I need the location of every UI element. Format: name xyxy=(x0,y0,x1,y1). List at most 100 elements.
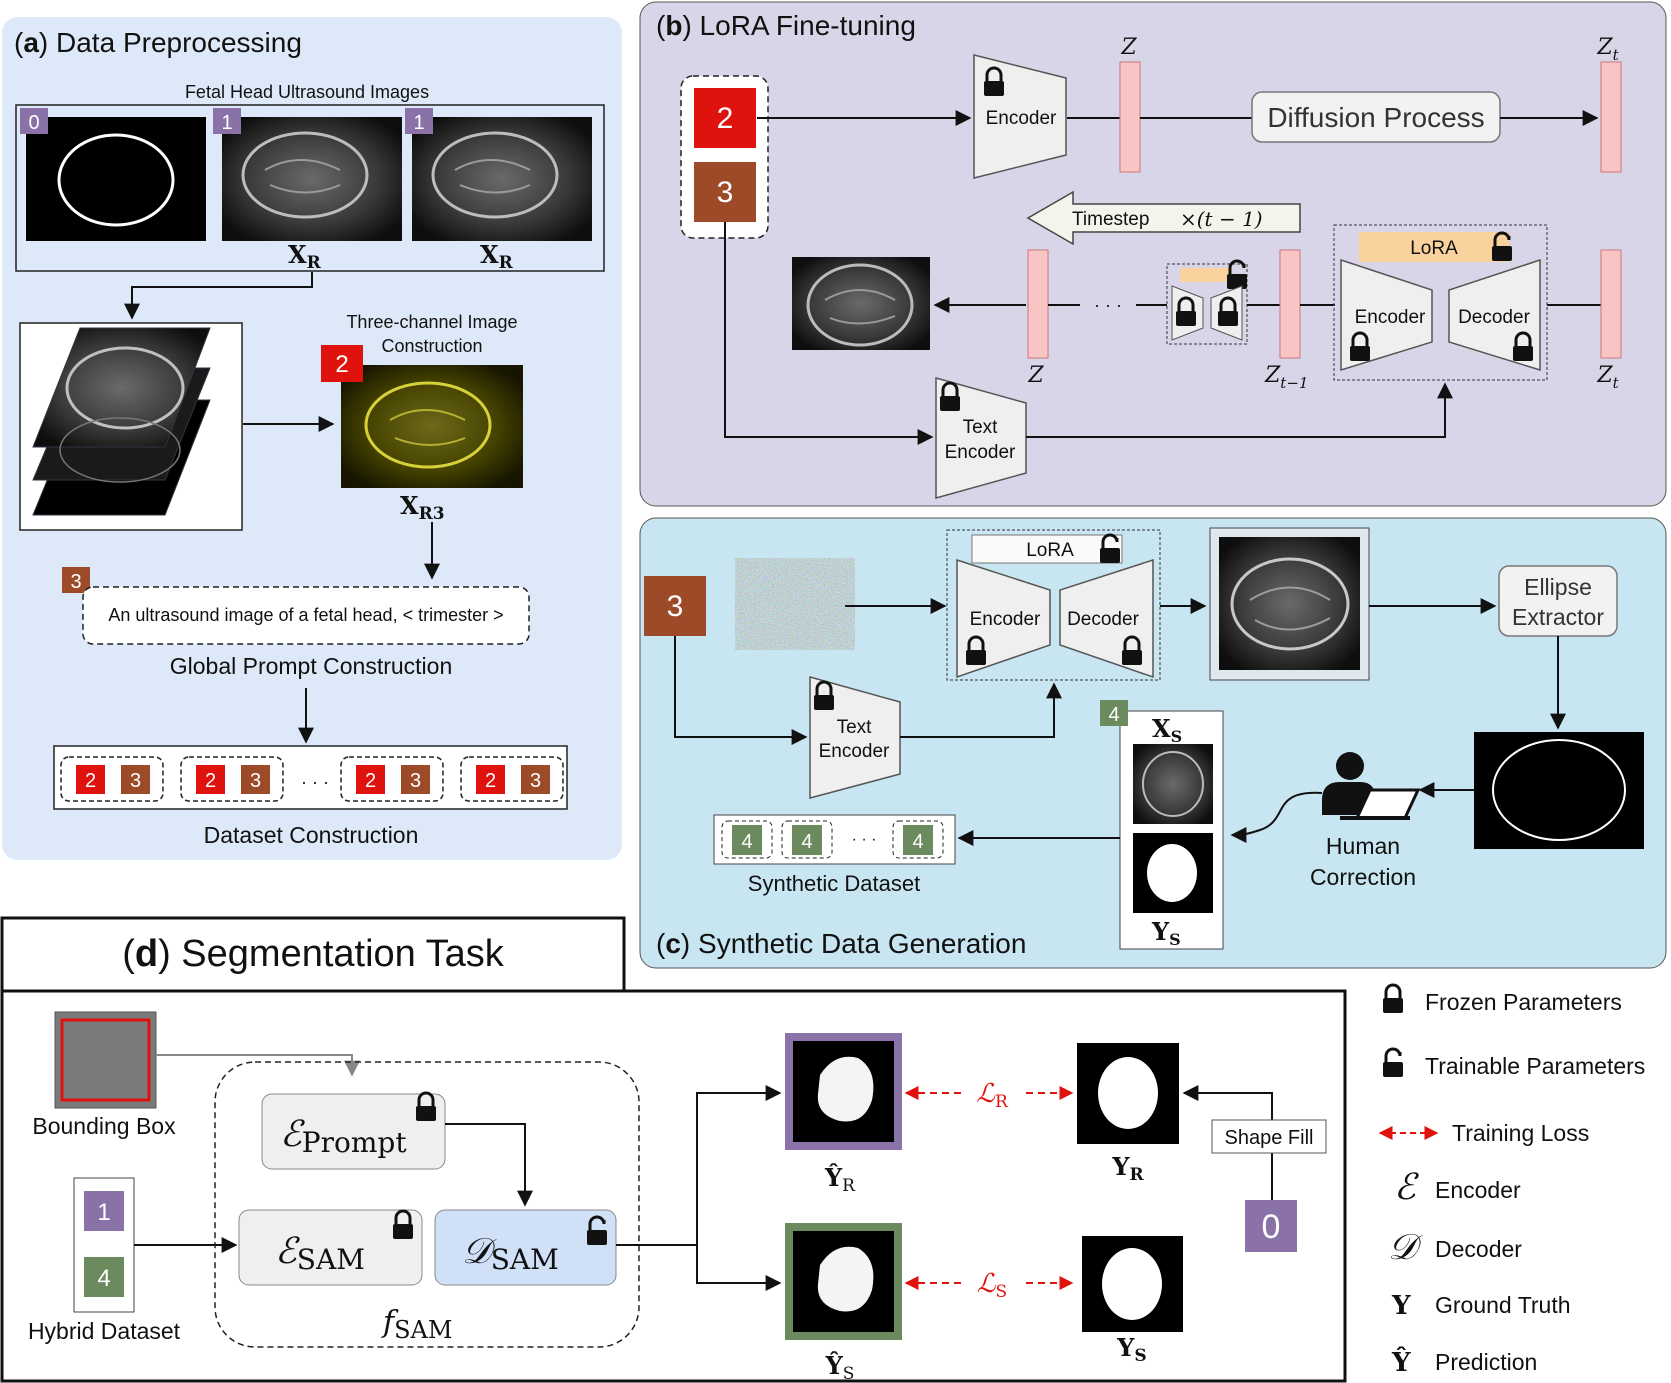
latent-zt-top-label: Zt xyxy=(1596,35,1619,64)
y-s-label: YS xyxy=(1116,1333,1146,1366)
legend-trainable: Trainable Parameters xyxy=(1425,1053,1645,1079)
bounding-box-label: Bounding Box xyxy=(32,1113,176,1139)
badge-3-c xyxy=(644,576,706,636)
yhat-s-label: ŶS xyxy=(825,1351,855,1383)
ellipse-annotation xyxy=(57,133,175,227)
yhat-r-label: ŶR xyxy=(824,1163,856,1196)
lora-unet-b xyxy=(1333,224,1548,381)
badge-3-b xyxy=(694,162,756,222)
legend-encoder-symbol: ℰ xyxy=(1394,1167,1419,1208)
badge-3-b-label: 3 xyxy=(717,176,734,209)
ultrasound-image-2 xyxy=(412,117,592,241)
badge-1-d xyxy=(84,1191,124,1231)
legend-gt: Ground Truth xyxy=(1435,1292,1571,1318)
lora-label-c: LoRA xyxy=(1026,540,1074,561)
unet-encoder-c-label: Encoder xyxy=(970,609,1041,630)
text-encoder-c-label-1: Text xyxy=(837,717,873,738)
unet-encoder-c xyxy=(956,558,1051,679)
y-r-label: YR xyxy=(1111,1152,1144,1185)
badge-1-d-label: 1 xyxy=(97,1199,110,1226)
text-encoder-b-label-1: Text xyxy=(963,417,999,438)
timestep-multiplier: ×(t − 1) xyxy=(1180,207,1263,231)
text-encoder-b-label-2: Encoder xyxy=(945,442,1016,463)
badge-4-c xyxy=(1100,700,1128,726)
noise-image xyxy=(745,566,845,642)
dataset-ellipsis: · · · xyxy=(301,772,329,792)
svg-text:4: 4 xyxy=(801,831,812,853)
mini-lora xyxy=(1180,268,1232,282)
latent-zt-bottom-label: Zt xyxy=(1596,363,1619,392)
badge-4-d-label: 4 xyxy=(97,1265,110,1292)
panel-b: (b) LoRA Fine-tuning 2 3 Encoder Z Diffu… xyxy=(639,1,1667,507)
svg-text:2: 2 xyxy=(205,770,216,792)
svg-text:4: 4 xyxy=(912,831,923,853)
panel-c: (c) Synthetic Data Generation 3 LoRA Enc… xyxy=(639,517,1667,969)
lora-block-c xyxy=(971,534,1123,564)
xr-label-2: XR xyxy=(480,240,514,273)
latent-z-b xyxy=(1119,61,1141,173)
text-encoder-c-label-2: Encoder xyxy=(819,741,890,762)
latent-z-bottom-label: Z xyxy=(1027,363,1044,388)
denoise-ellipsis: · · · xyxy=(1094,295,1122,315)
unet-decoder-c-label: Decoder xyxy=(1067,609,1139,630)
skull-outline-2 xyxy=(431,131,559,219)
panel-a-title: (a) Data Preprocessing xyxy=(14,27,302,58)
panel-d: (d) Segmentation Task Bounding Box 1 4 H… xyxy=(0,916,1347,1383)
panel-b-background xyxy=(639,1,1667,507)
dataset-pair-3: 2 3 xyxy=(340,756,444,802)
unet-encoder-b-label: Encoder xyxy=(1355,307,1426,328)
legend-encoder: Encoder xyxy=(1435,1177,1521,1203)
badge-1b-label: 1 xyxy=(413,112,424,134)
latent-z-bottom xyxy=(1027,249,1049,359)
three-channel-label-2: Construction xyxy=(381,336,482,356)
latent-z-label: Z xyxy=(1120,35,1137,60)
panel-d-title: (d) Segmentation Task xyxy=(122,933,505,975)
svg-text:3: 3 xyxy=(410,770,421,792)
human-correction-icon xyxy=(1322,752,1421,820)
legend-pred-symbol: Ŷ xyxy=(1391,1346,1411,1378)
global-prompt-label: Global Prompt Construction xyxy=(170,653,453,679)
images-label: Fetal Head Ultrasound Images xyxy=(185,82,429,102)
panel-d-title-box xyxy=(0,916,626,993)
badge-0-d xyxy=(1245,1200,1297,1252)
fsam-container xyxy=(214,1061,640,1348)
ultrasound-image-1 xyxy=(222,117,402,241)
sam-encoder xyxy=(238,1209,423,1286)
arrow-to-stack xyxy=(124,272,313,320)
loss-s-label: ℒS xyxy=(977,1269,1007,1302)
badge-1b xyxy=(405,108,433,134)
badge-4-c-label: 4 xyxy=(1108,704,1119,726)
images-frame xyxy=(15,104,605,272)
badge-3-c-label: 3 xyxy=(667,590,684,623)
synthetic-dataset-label: Synthetic Dataset xyxy=(748,871,920,896)
svg-text:2: 2 xyxy=(85,770,96,792)
badge-0-d-label: 0 xyxy=(1262,1208,1281,1246)
latent-zt-1 xyxy=(1279,249,1301,359)
sam-encoder-label: ℰSAM xyxy=(275,1231,365,1276)
latent-zt-1-label: Zt−1 xyxy=(1264,363,1308,392)
dataset-pair-2: 2 3 xyxy=(180,756,284,802)
badge-1a xyxy=(213,108,241,134)
prompt-encoder-label: ℰPrompt xyxy=(280,1114,407,1159)
dataset-pair-4: 2 3 xyxy=(460,756,564,802)
lora-block-b xyxy=(1359,232,1509,262)
legend-frozen: Frozen Parameters xyxy=(1425,989,1622,1015)
extracted-ellipse-image xyxy=(1474,732,1644,849)
badge-0-label: 0 xyxy=(28,112,39,134)
timestep-arrow xyxy=(1026,190,1301,246)
xs-label: XS xyxy=(1152,714,1182,746)
three-channel-label-1: Three-channel Image xyxy=(346,312,517,332)
bounding-box-image xyxy=(54,1011,157,1109)
generated-image-b xyxy=(792,257,930,350)
loss-r-label: ℒR xyxy=(976,1079,1009,1112)
skull-outline-1 xyxy=(241,131,369,219)
badge-3-label: 3 xyxy=(70,571,81,593)
ellipse-extractor-label-2: Extractor xyxy=(1512,604,1604,630)
shape-fill-label: Shape Fill xyxy=(1225,1127,1314,1149)
unet-decoder-b-label: Decoder xyxy=(1458,307,1530,328)
ys-label: YS xyxy=(1151,917,1181,949)
legend-gt-symbol: Y xyxy=(1391,1291,1411,1321)
latent-zt-bottom xyxy=(1600,249,1622,359)
dataset-construction-label: Dataset Construction xyxy=(204,822,419,848)
xr3-label: XR3 xyxy=(400,491,445,524)
